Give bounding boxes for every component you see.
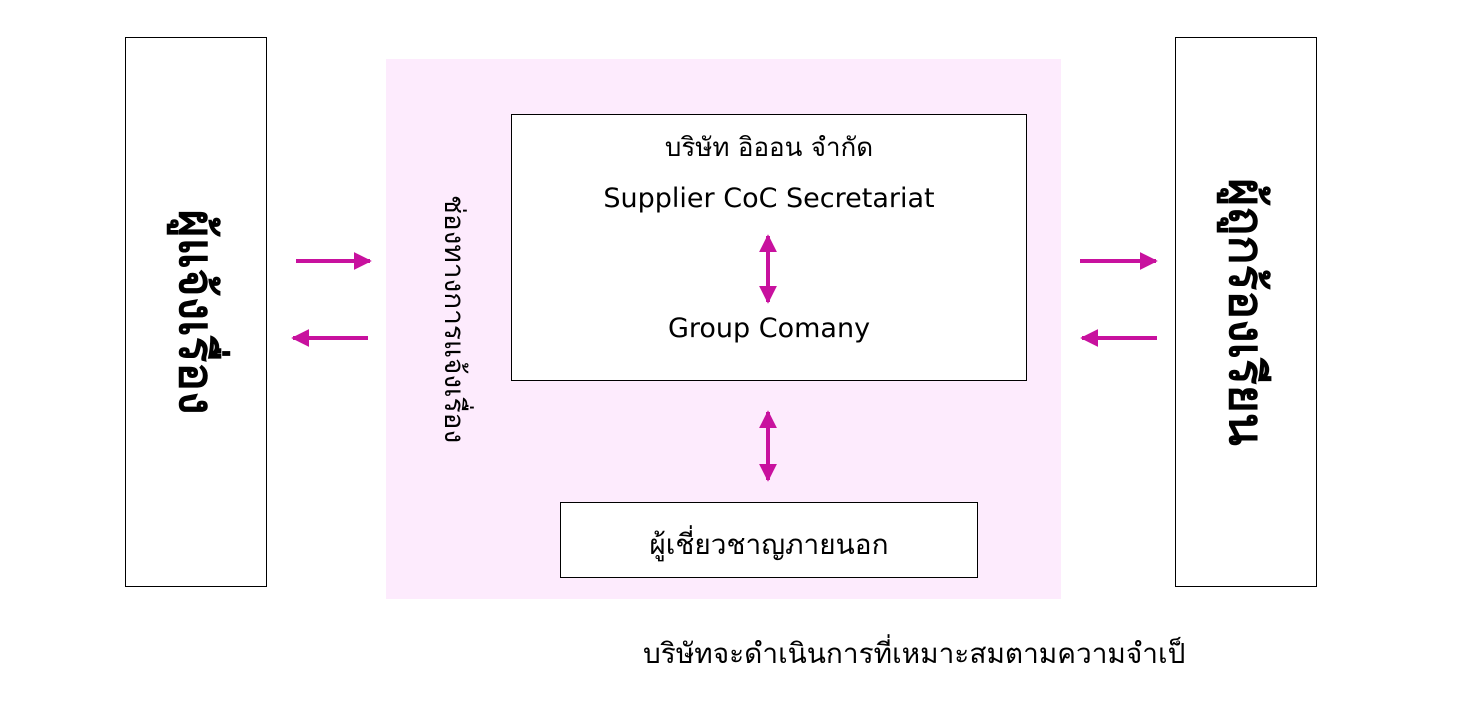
reporter-box: ผู้แจ้งเรื่อง bbox=[125, 37, 267, 587]
external-experts-box: ผู้เชี่ยวชาญภายนอก bbox=[560, 502, 978, 578]
external-experts-label: ผู้เชี่ยวชาญภายนอก bbox=[649, 528, 889, 561]
respondent-box: ผู้ถูกร้องเรียน bbox=[1175, 37, 1317, 587]
secretariat-label: Supplier CoC Secretariat bbox=[603, 183, 935, 214]
group-company-label: Group Comany bbox=[667, 313, 871, 344]
footer-note: บริษัทจะดำเนินการที่เหมาะสมตามความจำเป็ bbox=[643, 637, 1186, 670]
company-title: บริษัท อิออน จำกัด bbox=[664, 133, 874, 163]
